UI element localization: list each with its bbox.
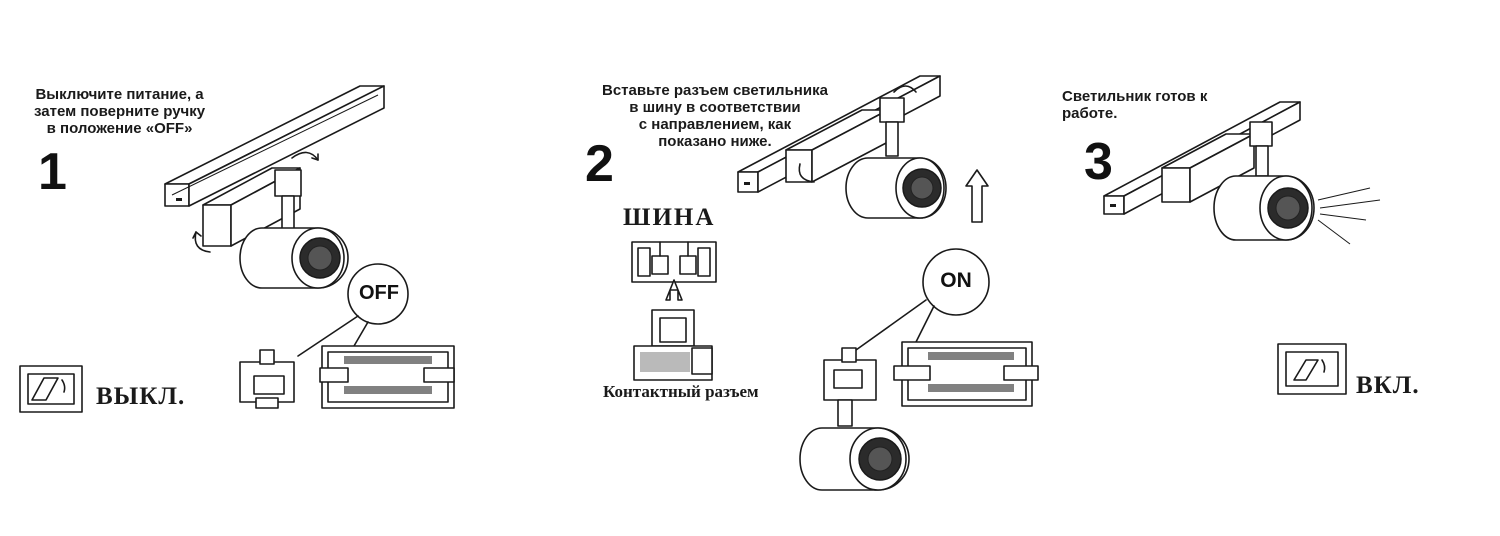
switch-off-icon	[19, 365, 83, 413]
step-2-spotlight-bottom	[799, 427, 910, 491]
step-1-track-rail	[164, 85, 385, 207]
light-rays-icon	[1317, 187, 1381, 245]
step-2-number: 2	[585, 135, 614, 193]
step-2-connector	[823, 347, 877, 427]
step-1-instruction: Выключите питание, а затем поверните руч…	[34, 86, 206, 137]
step-1-driver-box	[319, 345, 455, 409]
connector-label: Контактный разъем	[603, 382, 759, 401]
step-3-adapter	[1161, 121, 1273, 203]
rail-cross-section	[631, 241, 717, 283]
step-3-instruction: Светильник готов к работе.	[1062, 88, 1208, 122]
rotate-arrow-icon-3	[893, 85, 917, 93]
switch-on-icon	[1277, 343, 1347, 395]
step-1-number: 1	[38, 143, 67, 201]
step-3-spotlight	[1213, 175, 1315, 241]
on-badge	[922, 248, 990, 316]
step-2-driver-box	[893, 341, 1039, 407]
rotate-arrow-icon-4	[798, 163, 815, 183]
step-1-connector	[239, 349, 295, 409]
step-2-spotlight-top	[845, 157, 947, 219]
step-2-adapter	[785, 97, 905, 183]
step-1-spotlight	[239, 227, 349, 289]
switch-on-label: ВКЛ.	[1356, 372, 1420, 399]
off-badge	[347, 263, 409, 325]
rotate-arrow-icon	[291, 151, 319, 161]
off-badge-label: OFF	[359, 282, 399, 304]
rail-label: ШИНА	[623, 204, 716, 231]
on-badge-label: ON	[940, 269, 972, 292]
step-2-instruction: Вставьте разъем светильника в шину в соо…	[602, 82, 828, 150]
insert-direction-arrow-icon	[965, 169, 989, 223]
contact-connector	[633, 309, 713, 381]
step-1-adapter	[202, 167, 302, 247]
up-arrow-icon	[665, 279, 683, 301]
step-3-number: 3	[1084, 133, 1113, 191]
rotate-arrow-icon-2	[194, 231, 211, 253]
switch-off-label: ВЫКЛ.	[96, 383, 186, 410]
